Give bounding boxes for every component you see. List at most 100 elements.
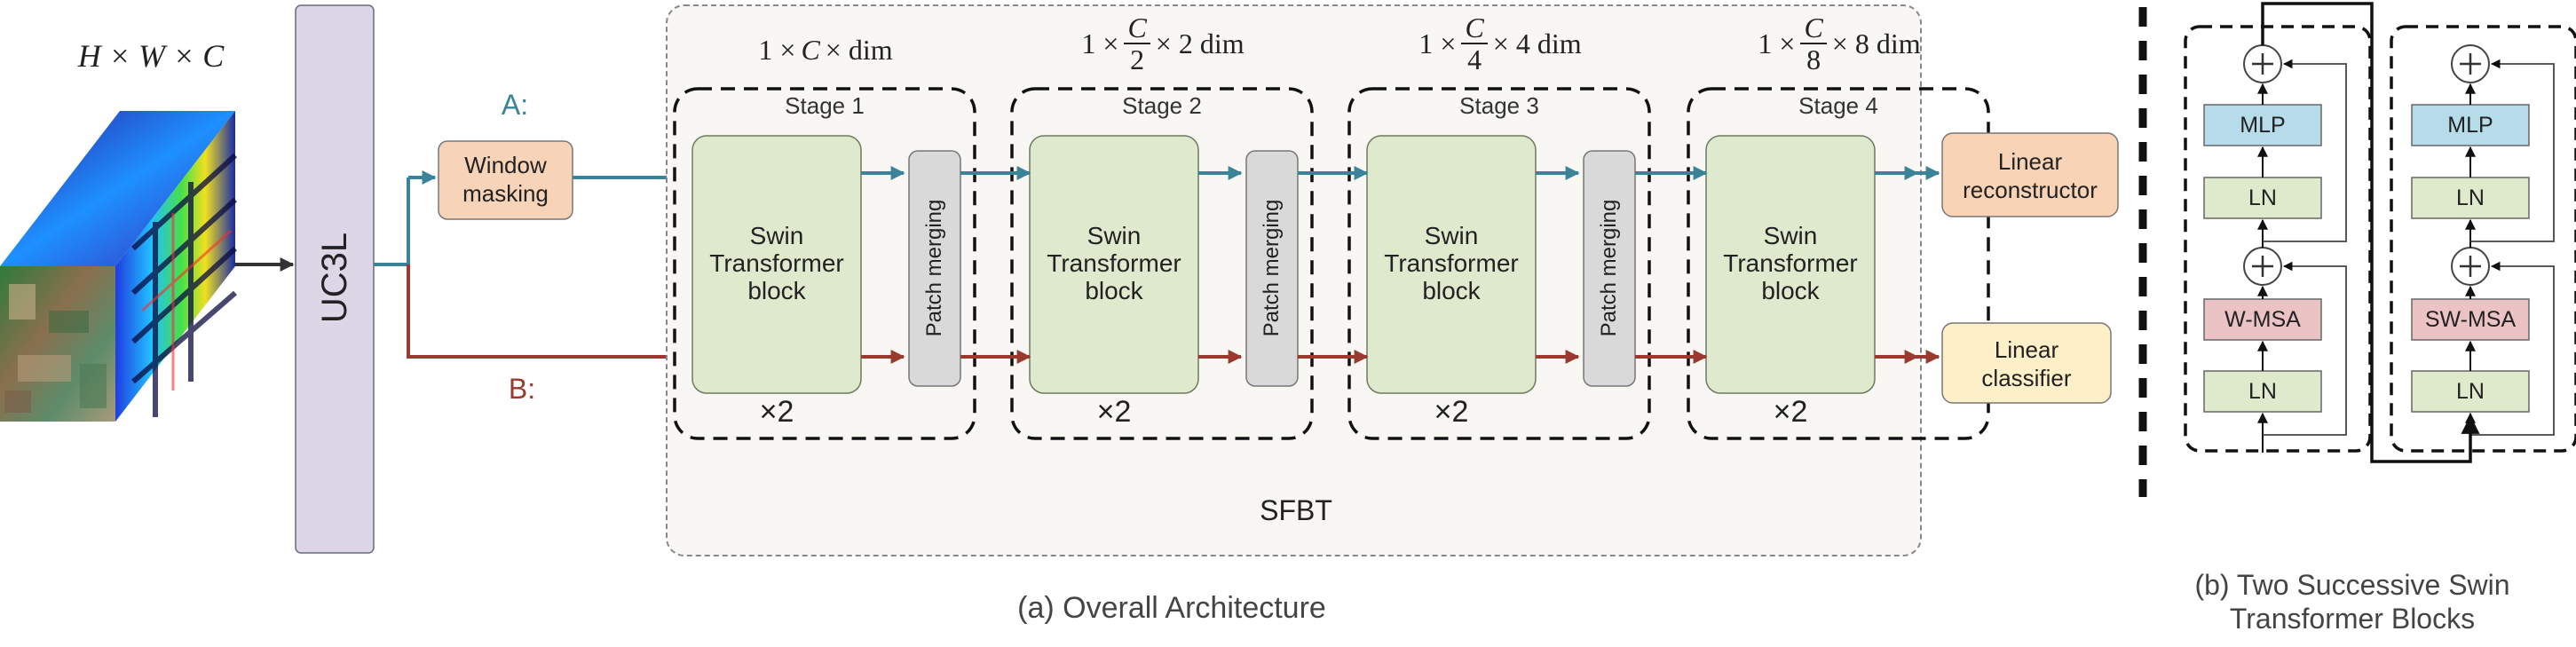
- panel-b-left-residual-1: [2263, 261, 2347, 436]
- swin-transformer-block-2: [1029, 135, 1199, 394]
- branch-a-label: A:: [501, 89, 529, 121]
- caption-a: (a) Overall Architecture: [1017, 591, 1326, 625]
- stages-group: [673, 87, 1990, 440]
- window-masking-line2: masking: [462, 180, 549, 207]
- swin-block-1-line2: Transformer: [709, 249, 844, 277]
- uc3l-block: [295, 4, 375, 554]
- panel-b-right-ln_bottom-label: LN: [2456, 379, 2485, 404]
- stage-4-repeat: ×2: [1773, 395, 1808, 429]
- swin-block-1-line3: block: [747, 277, 806, 304]
- dims-suffix: × 8 dim: [1831, 27, 1921, 59]
- patch-merging-label-3: Patch merging: [1597, 199, 1621, 337]
- patch-merging-label-1: Patch merging: [922, 199, 946, 337]
- reconstructor-line2: reconstructor: [1963, 177, 2098, 203]
- dims-single: C: [801, 34, 820, 66]
- panel-b-block-connector: [2261, 2, 2480, 463]
- stage-1-name: Stage 1: [785, 92, 865, 119]
- swin-block-3-line2: Transformer: [1384, 249, 1519, 277]
- uc3l-label: UC3L: [315, 232, 354, 324]
- stage-1-repeat: ×2: [759, 395, 794, 429]
- stage-3-repeat: ×2: [1434, 395, 1469, 429]
- caption-b-line2: Transformer Blocks: [2229, 603, 2476, 635]
- dims-fraction-num: C: [1461, 12, 1488, 44]
- patch-merging-label-2: Patch merging: [1260, 199, 1284, 337]
- swin-transformer-block-4: [1705, 135, 1876, 394]
- panel-b-left-msa-label: W-MSA: [2224, 307, 2301, 332]
- dims-fraction-den: 8: [1806, 43, 1821, 75]
- stage-2-repeat: ×2: [1096, 395, 1132, 429]
- classifier-line1: Linear: [1994, 336, 2059, 363]
- window-masking-block: [438, 140, 573, 220]
- caption-b-line1: (b) Two Successive Swin: [2194, 569, 2510, 601]
- sfbt-label: SFBT: [1260, 494, 1332, 526]
- swin-block-3-line1: Swin: [1424, 222, 1479, 249]
- panel-b-right-mlp-label: MLP: [2447, 113, 2493, 138]
- panel-b-right-ln_bottom-box: [2411, 370, 2530, 413]
- classifier-line2: classifier: [1981, 365, 2072, 391]
- patch-merging-block-2: [1245, 150, 1299, 387]
- swin-block-frame-right: [2390, 25, 2576, 453]
- swin-block-frame-left: [2184, 25, 2372, 453]
- swin-blocks-panel: [2184, 2, 2576, 463]
- swin-block-4-line3: block: [1761, 277, 1820, 304]
- swin-block-1-line1: Swin: [749, 222, 804, 249]
- dims-suffix: × dim: [825, 34, 893, 66]
- swin-block-2-line1: Swin: [1087, 222, 1142, 249]
- panel-b-right-residual-2: [2470, 59, 2555, 242]
- stage-2-frame: [1010, 87, 1314, 440]
- patch-merging-block-1: [908, 150, 961, 387]
- linear-classifier-block: [1941, 322, 2112, 404]
- dims-prefix: 1 ×: [758, 34, 796, 66]
- panel-b-left-residual-2: [2263, 59, 2347, 242]
- panel-b-right-msa-label: SW-MSA: [2424, 307, 2517, 332]
- window-masking-label: Window masking: [439, 151, 573, 208]
- panel-b-right-msa-box: [2411, 298, 2530, 341]
- stage-3-frame: [1347, 87, 1651, 440]
- dims-fraction-num: C: [1800, 12, 1827, 44]
- dims-fraction-den: 2: [1130, 43, 1145, 75]
- swin-block-4-line1: Swin: [1763, 222, 1818, 249]
- panel-b-right-ln_top-label: LN: [2456, 185, 2485, 210]
- stage-3-name: Stage 3: [1459, 92, 1539, 119]
- dims-fraction-num: C: [1124, 12, 1150, 44]
- caption-b: (b) Two Successive Swin Transformer Bloc…: [2130, 568, 2574, 635]
- swin-block-4-line2: Transformer: [1723, 249, 1858, 277]
- panel-b-left-mlp-box: [2203, 104, 2322, 146]
- patch-merging-block-3: [1583, 150, 1636, 387]
- linear-reconstructor-block: [1941, 132, 2119, 217]
- panel-b-left-ln_bottom-label: LN: [2248, 379, 2277, 404]
- dims-suffix: × 2 dim: [1155, 27, 1245, 59]
- dims-prefix: 1 ×: [1758, 27, 1796, 59]
- stage-1-frame: [673, 87, 976, 440]
- panel-b-left-mlp-label: MLP: [2240, 113, 2286, 138]
- panel-b-right-ln_top-box: [2411, 177, 2530, 219]
- stage-2-name: Stage 2: [1122, 92, 1202, 119]
- hyperspectral-cube-image: [0, 111, 238, 422]
- linear-classifier-label: Linear classifier: [1942, 335, 2111, 392]
- stage-4-name: Stage 4: [1798, 92, 1878, 119]
- window-masking-line1: Window: [464, 152, 547, 178]
- swin-transformer-block-1: [691, 135, 862, 394]
- swin-block-2-line2: Transformer: [1047, 249, 1181, 277]
- dims-prefix: 1 ×: [1418, 27, 1457, 59]
- swin-block-3-line3: block: [1422, 277, 1481, 304]
- stage-4-frame: [1687, 87, 1990, 440]
- linear-reconstructor-label: Linear reconstructor: [1942, 147, 2118, 204]
- panel-b-left-ln_top-label: LN: [2248, 185, 2277, 210]
- reconstructor-line1: Linear: [1997, 148, 2063, 175]
- branch-b-label: B:: [508, 373, 536, 405]
- panel-b-left-ln_top-box: [2203, 177, 2322, 219]
- stage-1-dims: 1 ×C× dim: [657, 34, 994, 67]
- swin-transformer-block-3: [1366, 135, 1537, 394]
